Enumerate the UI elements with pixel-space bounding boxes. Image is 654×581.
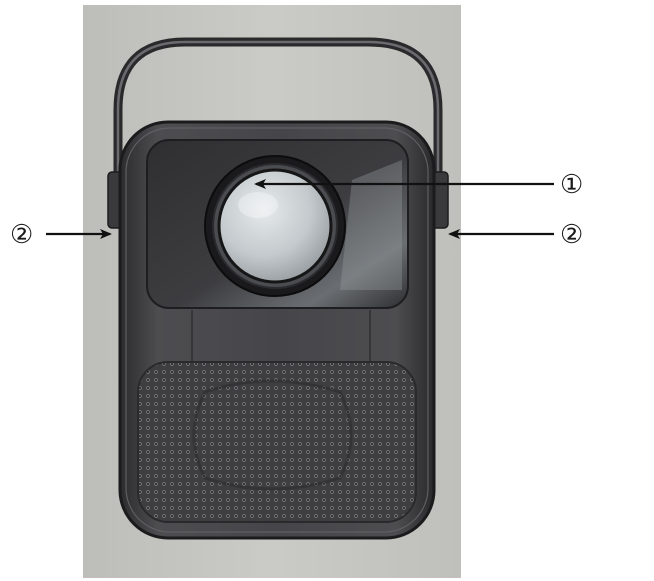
handle [107,37,449,229]
speaker-grille [137,361,417,523]
callout-marker-right: ② [560,220,583,250]
panel-glare [340,160,402,290]
callout-marker-lens: ① [560,170,583,200]
callout-marker-left: ② [10,220,33,250]
grille-inner-shape [192,379,353,491]
lens [204,155,346,297]
body-highlight [125,127,429,533]
